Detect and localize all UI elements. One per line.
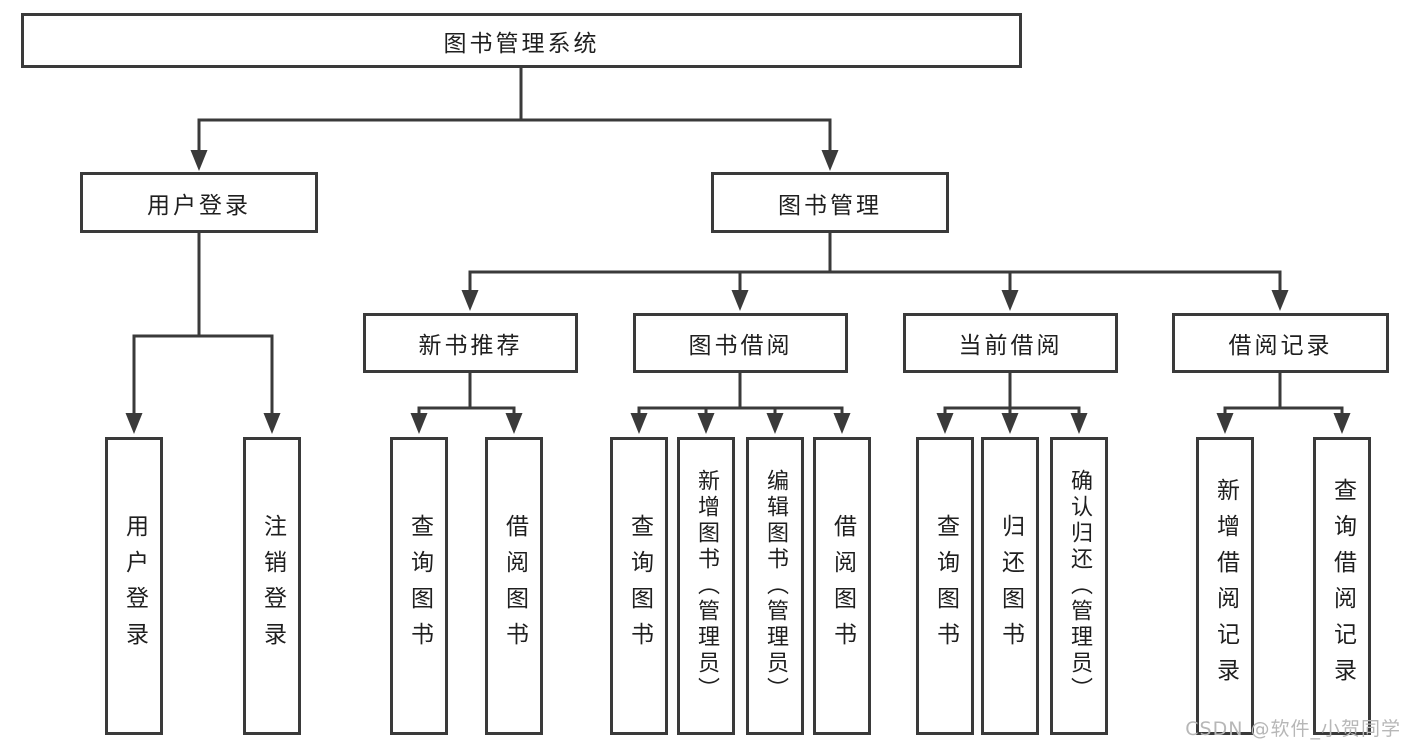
node-library-management-system-label: 图书管理系统 [443, 30, 600, 57]
node-borrowing-records: 借阅记录 [1172, 313, 1389, 373]
leaf-query-books-current: 查询图书 [916, 437, 974, 735]
csdn-watermark: CSDN @软件_小贺同学 [1185, 718, 1401, 740]
node-book-borrowing-label: 图书借阅 [688, 333, 793, 359]
node-library-management-system: 图书管理系统 [21, 13, 1022, 68]
leaf-borrow-books: 借阅图书 [813, 437, 871, 735]
leaf-edit-books-admin-label: 编辑图书（管理员） [763, 469, 788, 703]
node-current-borrowing: 当前借阅 [903, 313, 1118, 373]
node-new-book-recommendation: 新书推荐 [363, 313, 578, 373]
node-borrowing-records-label: 借阅记录 [1228, 333, 1333, 359]
leaf-add-books-admin: 新增图书（管理员） [677, 437, 735, 735]
leaf-user-login-label: 用户登录 [121, 514, 148, 658]
leaf-query-books-borrowing: 查询图书 [610, 437, 668, 735]
leaf-borrow-books-recommend: 借阅图书 [485, 437, 543, 735]
leaf-query-books-recommend: 查询图书 [390, 437, 448, 735]
leaf-add-books-admin-label: 新增图书（管理员） [694, 469, 719, 703]
leaf-user-login: 用户登录 [105, 437, 163, 735]
node-user-login-label: 用户登录 [147, 192, 251, 219]
leaf-add-borrow-record-label: 新增借阅记录 [1212, 478, 1239, 694]
node-book-borrowing: 图书借阅 [633, 313, 848, 373]
node-current-borrowing-label: 当前借阅 [958, 333, 1063, 359]
leaf-borrow-books-label: 借阅图书 [829, 514, 856, 658]
leaf-borrow-books-recommend-label: 借阅图书 [501, 514, 528, 658]
leaf-return-books: 归还图书 [981, 437, 1039, 735]
leaf-query-books-recommend-label: 查询图书 [406, 514, 433, 658]
node-new-book-recommendation-label: 新书推荐 [418, 333, 523, 359]
leaf-query-books-borrowing-label: 查询图书 [626, 514, 653, 658]
leaf-logout: 注销登录 [243, 437, 301, 735]
leaf-add-borrow-record: 新增借阅记录 [1196, 437, 1254, 735]
leaf-query-books-current-label: 查询图书 [932, 514, 959, 658]
arrowheads [125, 150, 1351, 434]
leaf-query-borrow-record: 查询借阅记录 [1313, 437, 1371, 735]
leaf-edit-books-admin: 编辑图书（管理员） [746, 437, 804, 735]
node-book-management: 图书管理 [711, 172, 949, 233]
leaf-logout-label: 注销登录 [259, 514, 286, 658]
node-book-management-label: 图书管理 [778, 192, 882, 219]
leaf-confirm-return-admin: 确认归还（管理员） [1050, 437, 1108, 735]
node-user-login: 用户登录 [80, 172, 318, 233]
leaf-confirm-return-admin-label: 确认归还（管理员） [1067, 469, 1092, 703]
leaf-return-books-label: 归还图书 [997, 514, 1024, 658]
leaf-query-borrow-record-label: 查询借阅记录 [1329, 478, 1356, 694]
